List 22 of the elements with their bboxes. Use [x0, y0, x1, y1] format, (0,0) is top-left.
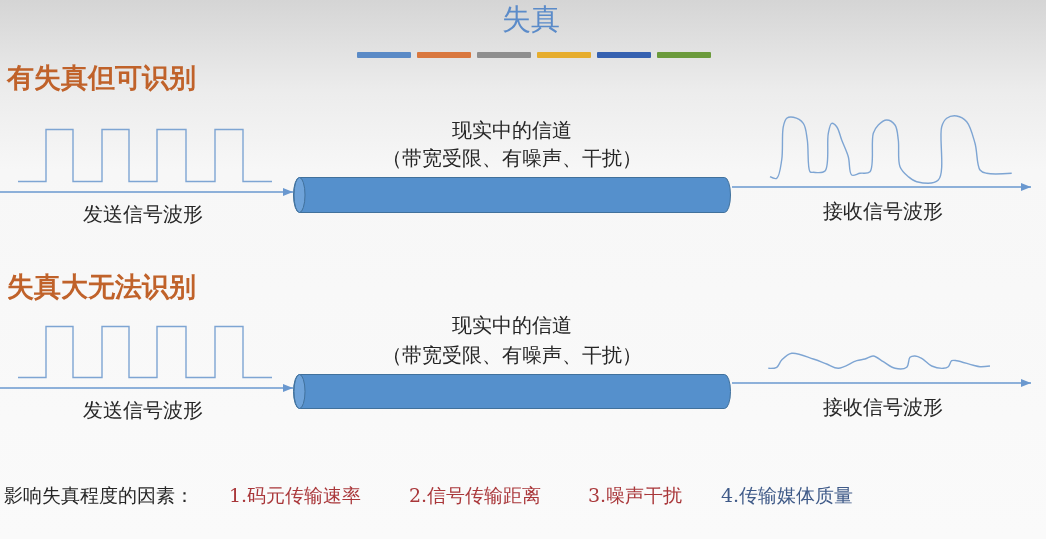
arrow	[0, 384, 294, 392]
arrow	[0, 188, 294, 196]
channel-note: （带宽受限、有噪声、干扰）	[381, 342, 643, 368]
section-heading: 失真大无法识别	[7, 271, 196, 304]
edge-label: 发送信号波形	[83, 398, 203, 422]
channel-title: 现实中的信道	[451, 117, 573, 143]
arrow	[731, 379, 1032, 387]
edge-label: 接收信号波形	[823, 395, 943, 419]
edge-label: 发送信号波形	[83, 202, 203, 226]
factor-item: 3.噪声干扰	[588, 484, 683, 507]
edge-label: 接收信号波形	[823, 199, 943, 223]
factors-caption: 影响失真程度的因素：	[4, 484, 194, 507]
channel-node	[293, 117, 731, 213]
slide-title: 失真	[502, 2, 560, 37]
channel-node	[293, 312, 731, 409]
arrow	[731, 183, 1032, 191]
channel-title: 现实中的信道	[451, 312, 573, 338]
factor-item: 1.码元传输速率	[229, 484, 362, 507]
factor-item: 4.传输媒体质量	[721, 484, 854, 507]
factor-item: 2.信号传输距离	[409, 484, 542, 507]
channel-note: （带宽受限、有噪声、干扰）	[381, 145, 643, 171]
section-heading: 有失真但可识别	[7, 62, 196, 95]
